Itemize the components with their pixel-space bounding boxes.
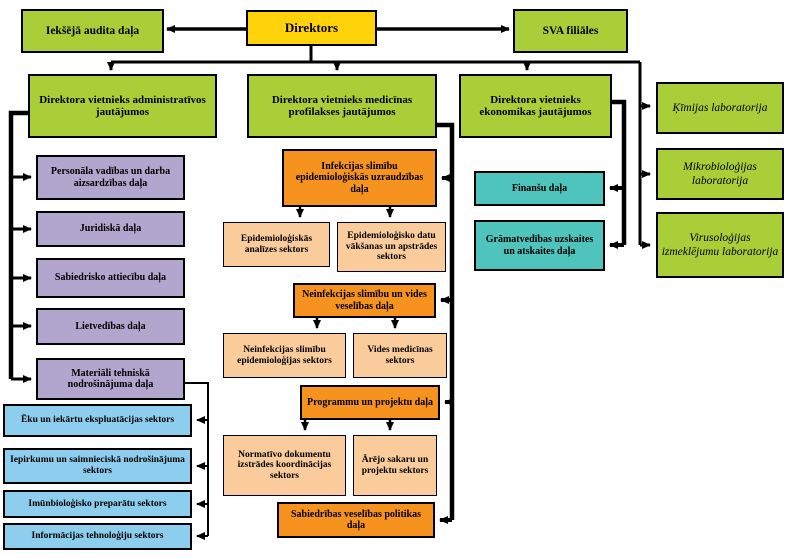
node-logistics-dept: Materiāli tehniskā nodrošinājuma daļa	[36, 358, 185, 400]
node-immunobiology-sector: Imūnbioloģisko preparātu sektors	[3, 490, 192, 518]
node-audit-dept: Iekšējā audita daļa	[21, 9, 164, 53]
node-noninfectious-diseases-dept: Neinfekcijas slimību un vides veselības …	[293, 283, 436, 318]
node-accounting-dept: Grāmatvedības uzskaites un atskaites daļ…	[474, 220, 605, 271]
node-building-sector: Ēku un iekārtu ekspluatācijas sektors	[3, 404, 192, 437]
node-virology-lab: Virusoloģijas izmeklējumu laboratorija	[656, 212, 784, 278]
node-finance-dept: Finanšu daļa	[474, 171, 605, 206]
node-director: Direktors	[246, 10, 377, 46]
node-public-relations-dept: Sabiedrisko attiecību daļa	[36, 258, 185, 298]
node-sva-branches: SVA filiāles	[513, 9, 628, 53]
node-chemistry-lab: Ķīmijas laboratorija	[656, 82, 784, 134]
node-microbiology-lab: Mikrobioloģijas laboratorija	[656, 148, 784, 200]
node-programs-projects-dept: Programmu un projektu daļa	[300, 385, 440, 420]
node-it-sector: Informācijas tehnoloģiju sektors	[3, 523, 192, 550]
node-personnel-dept: Personāla vadības un darba aizsardzības …	[36, 155, 185, 200]
node-public-health-policy-dept: Sabiedrības veselības politikas daļa	[277, 502, 435, 538]
node-infectious-diseases-dept: Infekcijas slimību epidemioloģiskās uzra…	[282, 149, 437, 207]
node-records-dept: Lietvedības daļa	[36, 308, 185, 345]
node-epidemiological-analysis-sector: Epidemioloģiskās analīzes sektors	[223, 222, 330, 267]
node-procurement-sector: Iepirkumu un saimnieciskā nodrošinājuma …	[3, 448, 192, 484]
node-noninfectious-epidemiology-sector: Neinfekcijas slimību epidemioloģijas sek…	[223, 333, 346, 378]
node-deputy-medicine: Direktora vietnieks medicīnas profilakse…	[247, 74, 437, 138]
node-deputy-admin: Direktora vietnieks administratīvos jaut…	[28, 74, 217, 138]
node-normative-documents-sector: Normatīvo dokumentu izstrādes koordināci…	[223, 435, 346, 496]
node-deputy-economics: Direktora vietnieks ekonomikas jautājumo…	[459, 74, 612, 138]
node-external-relations-sector: Ārējo sakaru un projektu sektors	[353, 435, 437, 496]
node-epidemiological-data-sector: Epidemioloģisko datu vākšanas un apstrād…	[337, 222, 446, 272]
node-legal-dept: Juridiskā daļa	[36, 211, 185, 247]
node-environmental-medicine-sector: Vides medicīnas sektors	[353, 333, 447, 378]
